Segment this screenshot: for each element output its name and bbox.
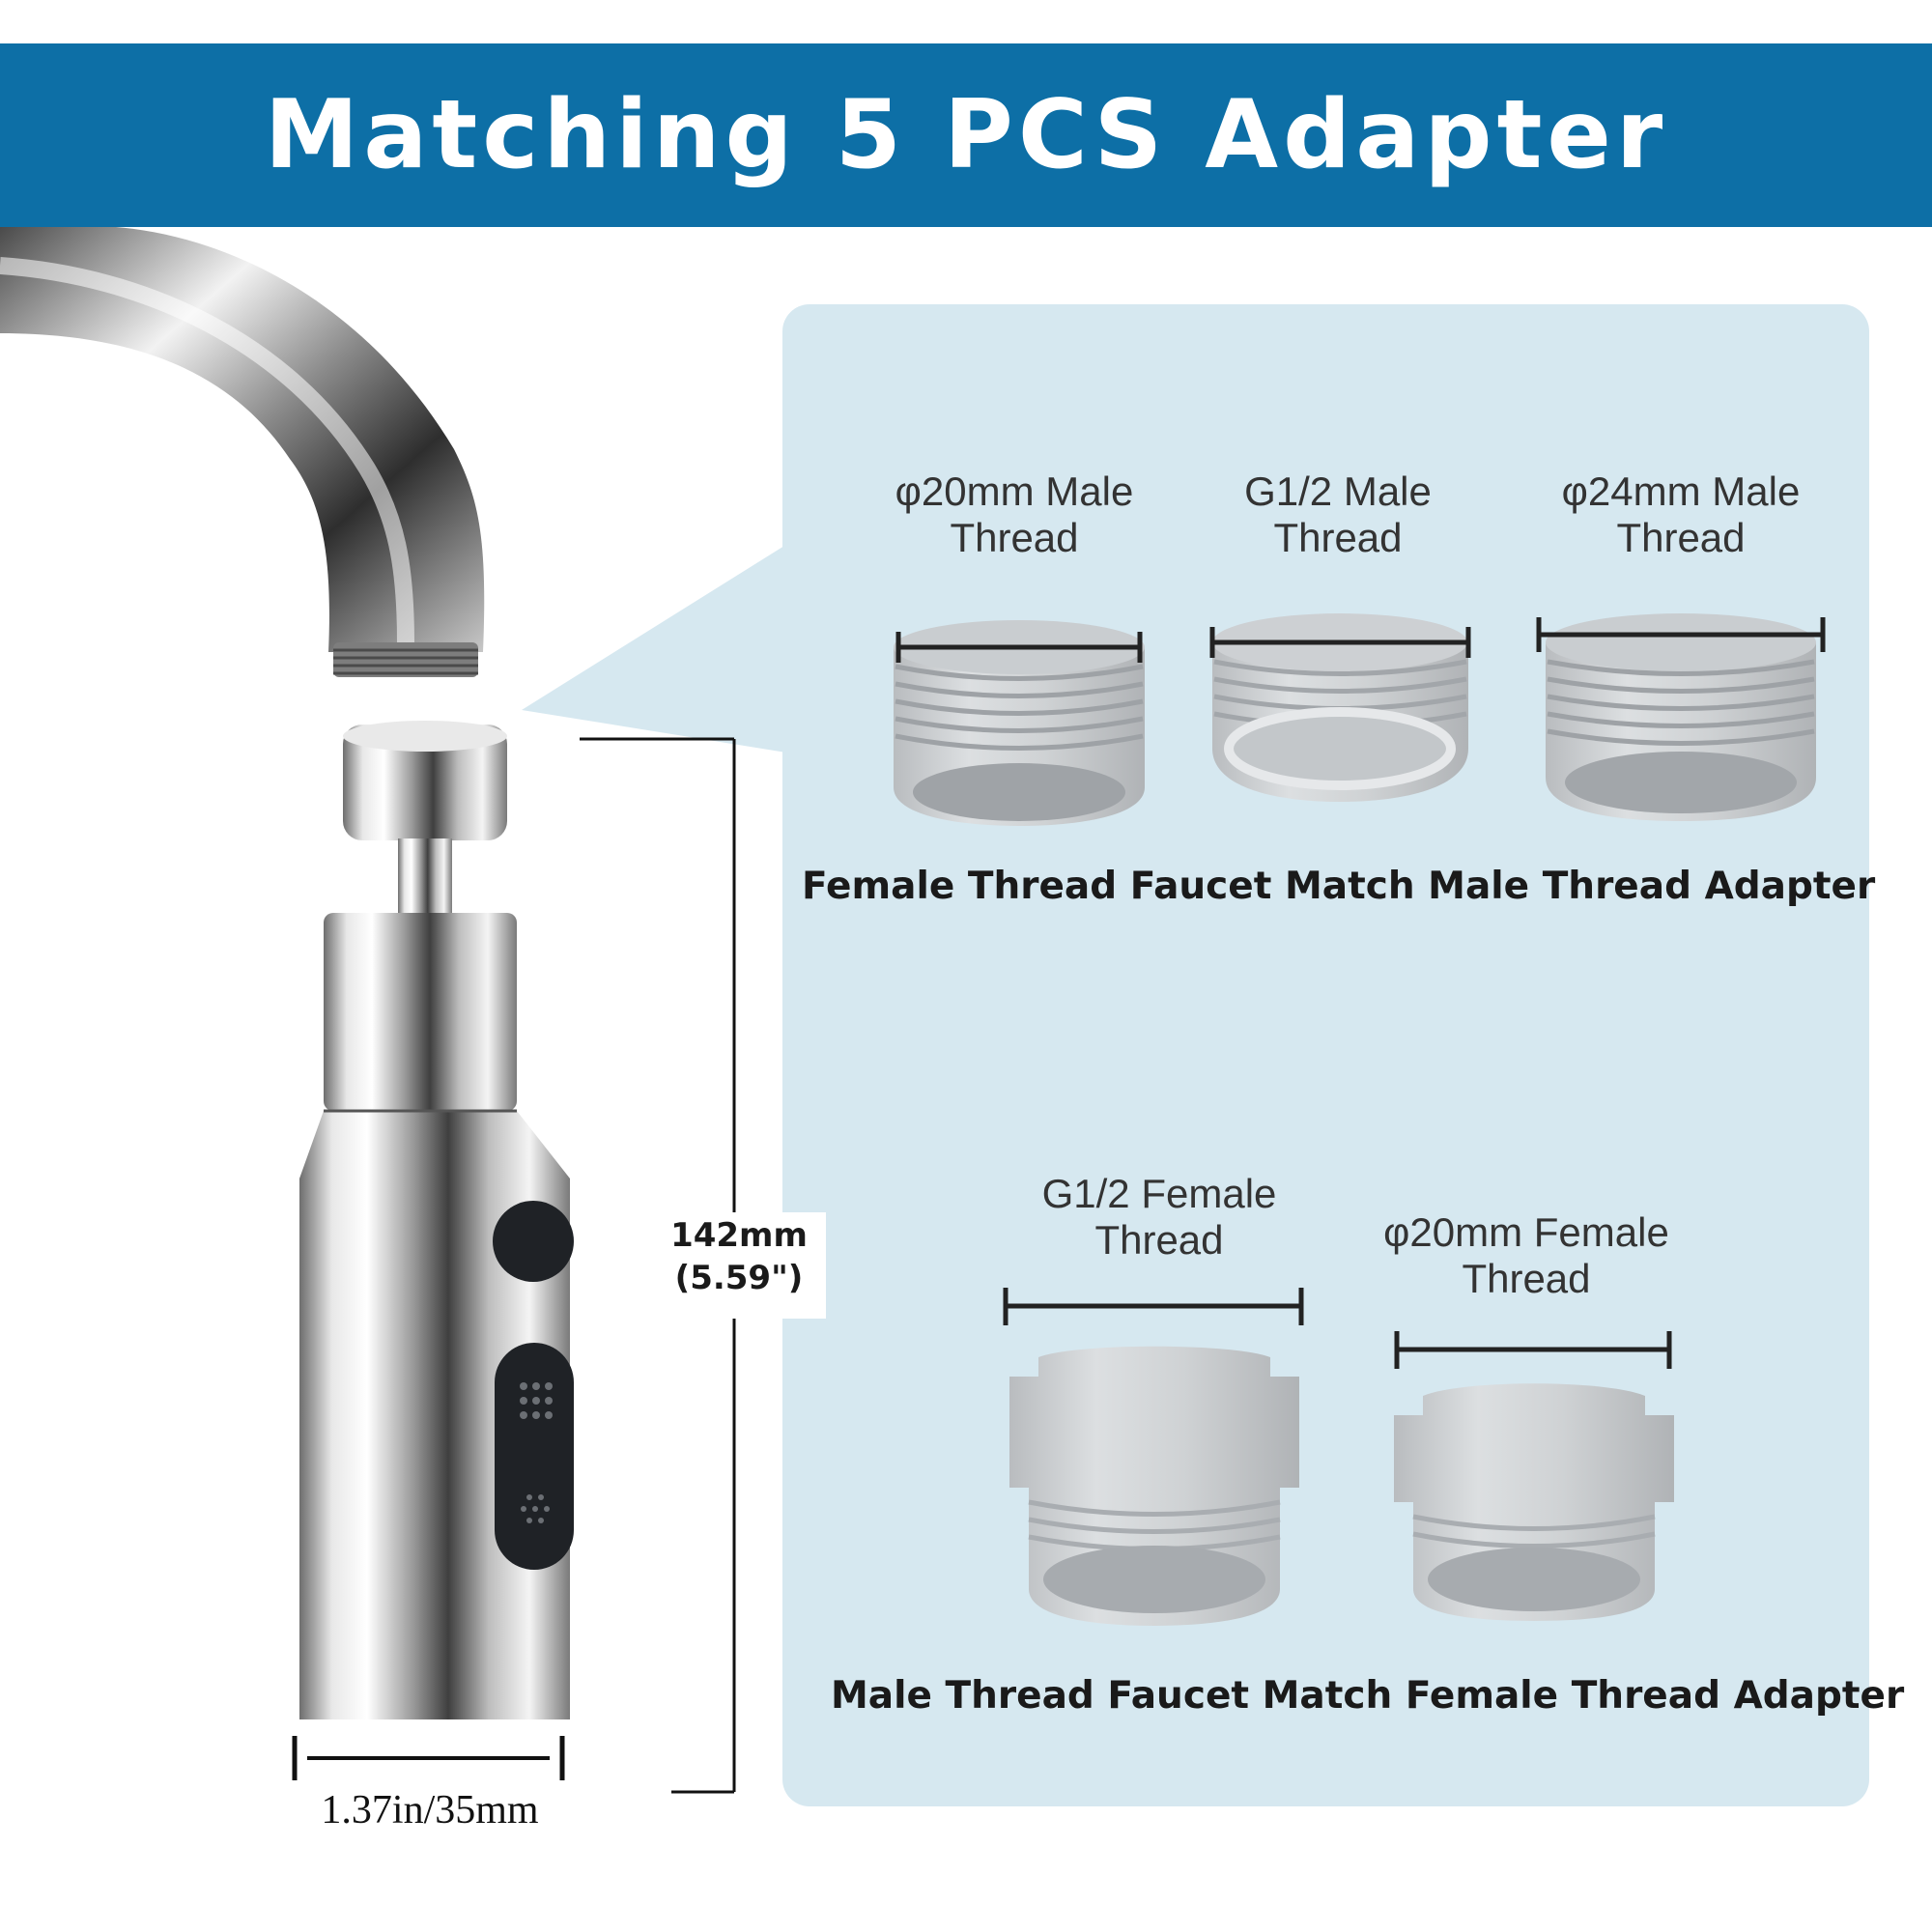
female-adapters-caption: Male Thread Faucet Match Female Thread A… — [831, 1674, 1905, 1718]
adapter-panel — [782, 304, 1869, 1806]
male-adapter-2-label: G1/2 Male Thread — [1244, 469, 1432, 560]
female-adapter-1-label: G1/2 Female Thread — [1041, 1171, 1277, 1263]
height-label-mm: 142mm — [670, 1216, 808, 1255]
width-label: 1.37in/35mm — [321, 1788, 539, 1833]
female-adapter-2-label: φ20mm Female Thread — [1383, 1209, 1669, 1301]
male-adapter-1-label: φ20mm Male Thread — [895, 469, 1134, 560]
male-adapter-3 — [1536, 613, 1826, 821]
female-adapter-2 — [1394, 1383, 1674, 1621]
male-adapters-caption: Female Thread Faucet Match Male Thread A… — [802, 865, 1876, 908]
height-label-in: (5.59") — [674, 1259, 804, 1297]
faucet-spout-illustration — [0, 227, 485, 677]
sprayer-pause-button — [493, 1201, 574, 1282]
female-adapter-2-dimension — [1394, 1331, 1672, 1369]
male-adapter-3-label: φ24mm Male Thread — [1561, 469, 1801, 560]
sprayer-head-illustration — [299, 721, 574, 1719]
male-adapter-1 — [894, 620, 1145, 826]
header-banner: Matching 5 PCS Adapter — [0, 43, 1932, 227]
height-label: 142mm (5.59") — [642, 1214, 836, 1299]
width-dimension-line — [292, 1736, 565, 1780]
male-adapter-2 — [1209, 613, 1471, 802]
height-label-bg — [657, 1212, 826, 1319]
sprayer-mode-button — [495, 1343, 574, 1570]
female-adapter-1 — [1009, 1346, 1299, 1626]
female-adapter-1-dimension — [1003, 1288, 1304, 1325]
banner-title: Matching 5 PCS Adapter — [264, 80, 1668, 190]
